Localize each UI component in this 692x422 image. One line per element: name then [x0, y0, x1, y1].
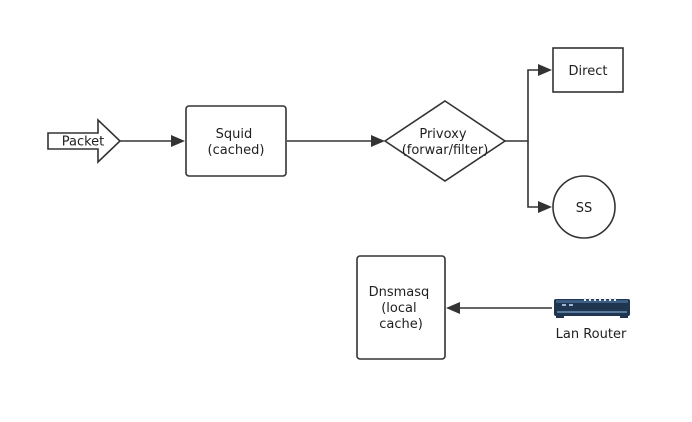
privoxy-label-line: (forwar/filter) — [402, 143, 489, 158]
packet-node: Packet — [47, 118, 122, 164]
edge-packet-squid — [120, 135, 185, 147]
packet-arrow-shape — [47, 118, 122, 164]
dnsmasq-box — [356, 255, 446, 360]
dnsmasq-node: Dnsmasq (local cache) — [356, 255, 446, 360]
privoxy-diamond — [383, 100, 507, 182]
ss-node: SS — [552, 175, 616, 239]
ss-label: SS — [576, 201, 593, 216]
lan-router-label: Lan Router — [556, 327, 627, 342]
squid-label-line: Squid — [216, 127, 253, 142]
dnsmasq-label-line: Dnsmasq — [369, 285, 430, 300]
direct-label: Direct — [569, 64, 608, 79]
squid-label-line: (cached) — [208, 143, 265, 158]
edge-privoxy-direct — [505, 64, 552, 142]
squid-box — [185, 105, 287, 177]
edge-squid-privoxy — [287, 135, 385, 147]
dnsmasq-label-line: (local — [381, 301, 416, 316]
squid-node: Squid (cached) — [185, 105, 287, 177]
ss-circle — [552, 175, 616, 239]
privoxy-label: Privoxy (forwar/filter) — [402, 127, 489, 158]
privoxy-node: Privoxy (forwar/filter) — [383, 100, 507, 182]
squid-label: Squid (cached) — [208, 127, 265, 158]
direct-box — [552, 47, 624, 93]
dnsmasq-label-line: cache) — [379, 317, 423, 332]
packet-label: Packet — [62, 135, 105, 150]
dnsmasq-label: Dnsmasq (local cache) — [369, 285, 434, 332]
privoxy-label-line: Privoxy — [419, 127, 467, 142]
lan-router-node: Lan Router — [554, 298, 630, 342]
edge-lan-router-dnsmasq — [446, 302, 552, 314]
edge-privoxy-ss — [527, 141, 552, 213]
direct-node: Direct — [552, 47, 624, 93]
router-icon — [554, 298, 630, 318]
